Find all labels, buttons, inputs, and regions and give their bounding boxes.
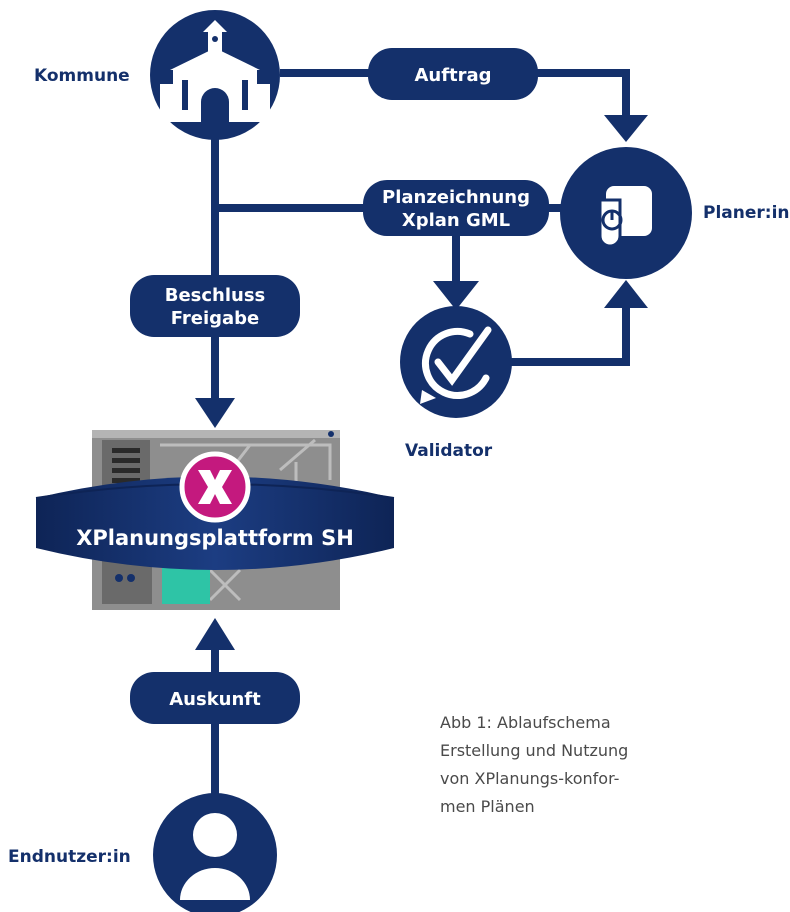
pill-auskunft-label: Auskunft (169, 689, 261, 710)
user-icon (180, 813, 250, 900)
platform-title: XPlanungsplattform SH (76, 526, 354, 550)
caption-line-1: Abb 1: Ablaufschema (440, 713, 611, 732)
planer-label: Planer:in (703, 203, 790, 223)
connector-validator-return (505, 306, 630, 366)
pill-beschluss: Beschluss Freigabe (130, 275, 300, 337)
arrow-to-platform (195, 398, 235, 428)
figure-caption: Abb 1: Ablaufschema Erstellung und Nutzu… (440, 713, 628, 816)
pill-auftrag: Auftrag (368, 48, 538, 100)
plan-document-icon (598, 186, 652, 248)
validator-label: Validator (405, 441, 493, 461)
pill-auftrag-label: Auftrag (414, 65, 491, 86)
x-logo-icon (179, 451, 251, 523)
caption-line-2: Erstellung und Nutzung (440, 741, 628, 760)
endnutzer-label: Endnutzer:in (8, 847, 131, 867)
pill-beschluss-line1: Beschluss (165, 285, 266, 306)
arrow-validator-to-planer (604, 280, 648, 308)
pill-beschluss-line2: Freigabe (171, 308, 260, 329)
arrowheads (195, 115, 648, 650)
caption-line-4: men Plänen (440, 797, 535, 816)
kommune-node (150, 10, 280, 140)
pill-auskunft: Auskunft (130, 672, 300, 724)
validator-node (400, 306, 512, 418)
planer-node (560, 147, 692, 279)
pill-planzeichnung-line2: Xplan GML (402, 210, 510, 231)
arrow-to-planer (604, 115, 648, 142)
pill-planzeichnung: Planzeichnung Xplan GML (363, 180, 549, 236)
pill-planzeichnung-line1: Planzeichnung (382, 187, 530, 208)
arrow-to-validator (433, 281, 479, 310)
endnutzer-node (153, 793, 277, 912)
caption-line-3: von XPlanungs-konfor- (440, 769, 619, 788)
platform-ring (36, 476, 394, 570)
arrow-auskunft-up (195, 618, 235, 650)
kommune-label: Kommune (34, 66, 130, 86)
platform-node: XPlanungsplattform SH (35, 430, 395, 610)
check-cycle-icon (422, 326, 492, 399)
